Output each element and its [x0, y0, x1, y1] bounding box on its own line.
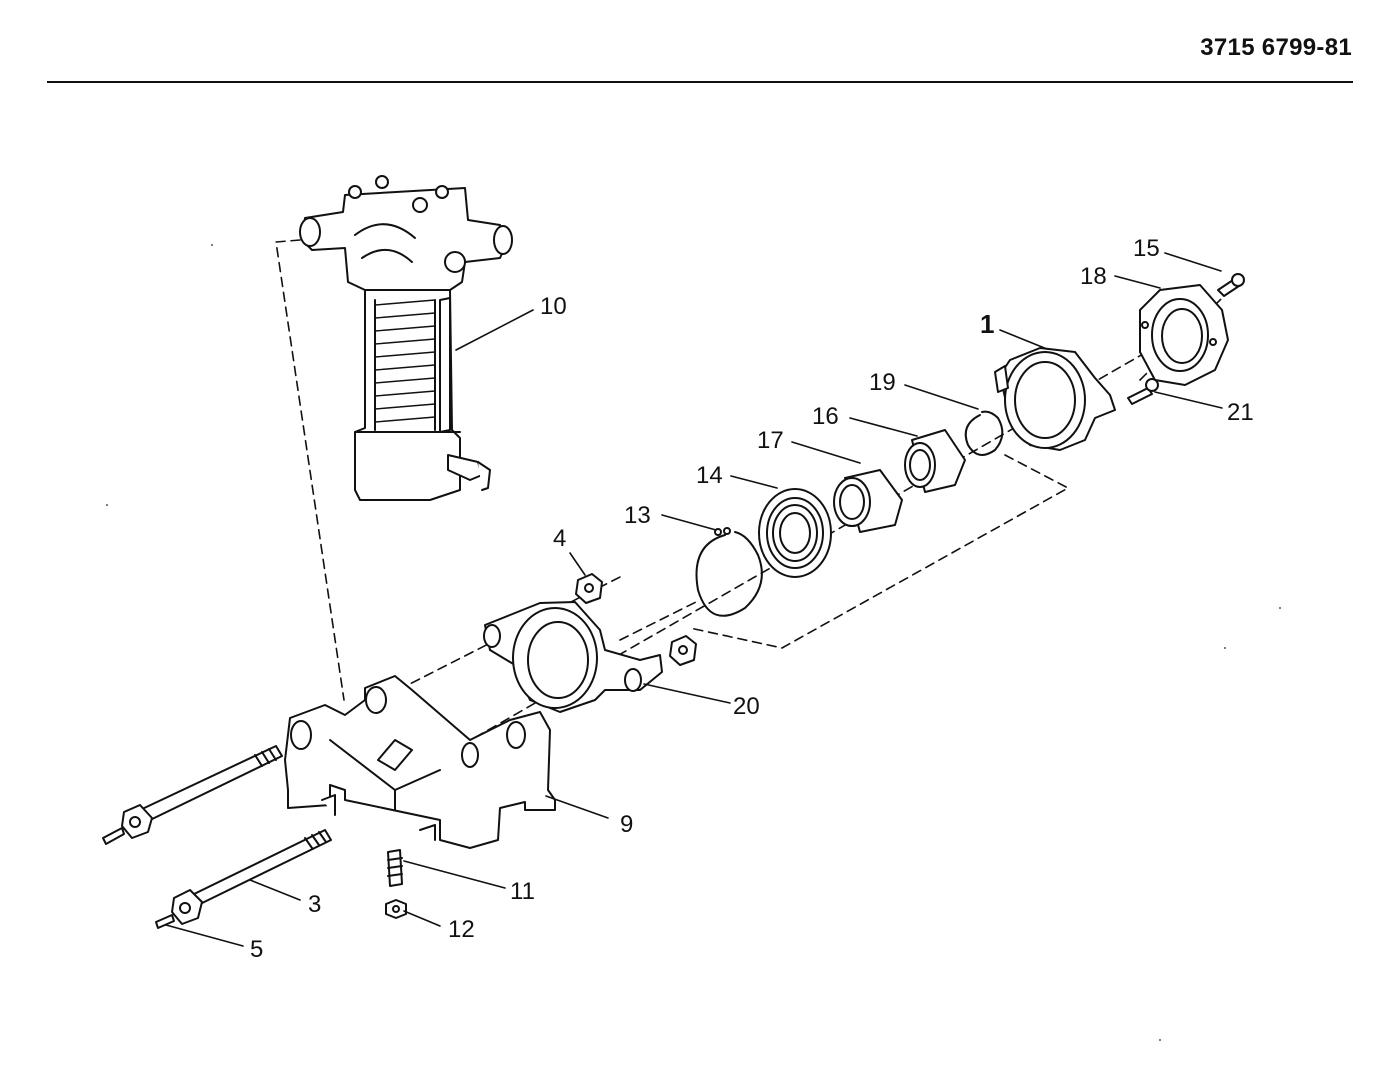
part-17-bushing — [833, 469, 903, 533]
part-18-flange — [1139, 284, 1229, 386]
part-4-nut — [575, 573, 603, 604]
part-20-side-nut — [669, 635, 697, 666]
callout-1: 1 — [980, 309, 994, 339]
part-14-ball-bearing — [758, 488, 832, 578]
callout-4: 4 — [553, 525, 566, 552]
callout-13: 13 — [624, 502, 651, 529]
part-3-studs — [102, 745, 332, 929]
document-number: 3715 6799-81 — [1200, 34, 1352, 61]
callout-15: 15 — [1133, 235, 1160, 262]
callout-9: 9 — [620, 811, 633, 838]
part-1-housing — [994, 347, 1116, 451]
part-13-circlip — [695, 527, 763, 617]
callout-21: 21 — [1227, 399, 1254, 426]
part-9-bracket — [284, 675, 556, 849]
callout-12: 12 — [448, 916, 475, 943]
callout-10: 10 — [540, 293, 567, 320]
callout-3: 3 — [308, 891, 321, 918]
callout-14: 14 — [696, 462, 723, 489]
callout-labels: 15 18 1 10 19 21 16 17 14 13 4 20 9 11 3… — [250, 235, 1254, 963]
part-16-sleeve — [904, 429, 966, 493]
callout-11: 11 — [510, 878, 535, 905]
callout-5: 5 — [250, 936, 263, 963]
part-19-circlip — [964, 410, 1004, 456]
callout-17: 17 — [757, 427, 784, 454]
scan-specks — [106, 244, 1281, 1041]
callout-18: 18 — [1080, 263, 1107, 290]
callout-20: 20 — [733, 693, 760, 720]
part-11-set-screw — [387, 849, 403, 887]
part-21-screw — [1127, 378, 1159, 405]
part-20-bearing-housing — [483, 601, 663, 713]
callout-19: 19 — [869, 369, 896, 396]
part-10-cylinder — [299, 175, 513, 501]
part-15-screw — [1217, 273, 1245, 297]
header-rule — [47, 81, 1353, 83]
callout-16: 16 — [812, 403, 839, 430]
leader-lines — [165, 252, 1223, 947]
part-12-nut — [385, 899, 407, 919]
